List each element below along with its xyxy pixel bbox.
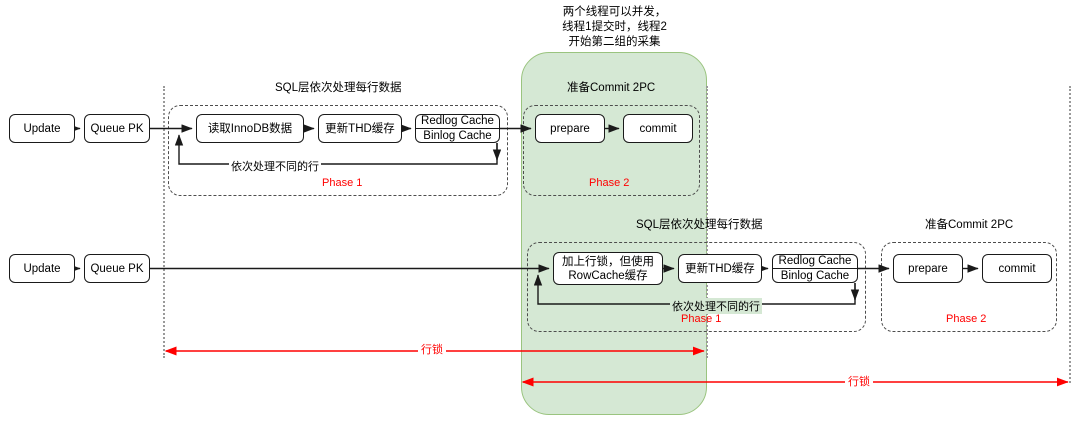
phase1-container-row2 [527,242,866,332]
node-prepare-row2[interactable]: prepare [893,254,963,283]
node-row-lock-rowcache-row2[interactable]: 加上行锁，但使用 RowCache缓存 [553,252,663,285]
loop-label-row1: 依次处理不同的行 [229,158,321,174]
phase1-label-row2: Phase 1 [681,313,722,325]
node-prepare-row1[interactable]: prepare [535,114,605,143]
phase2-container-row1 [523,105,700,196]
node-queue-pk-row1[interactable]: Queue PK [84,114,150,143]
node-redlog-binlog-cache-row1[interactable]: Redlog Cache Binlog Cache [415,114,500,143]
binlog-cache-cell-row1: Binlog Cache [423,130,492,142]
binlog-cache-cell-row2: Binlog Cache [780,270,850,282]
concurrency-note: 两个线程可以并发， 线程1提交时，线程2 开始第二组的采集 [562,6,667,48]
phase1-label-row1: Phase 1 [322,177,363,189]
node-update-row1[interactable]: Update [9,114,75,143]
node-read-innodb-row1[interactable]: 读取InnoDB数据 [196,114,304,143]
caption-commit-2pc-row2: 准备Commit 2PC [925,219,1014,231]
redlog-cache-cell-row2: Redlog Cache [773,254,857,269]
timeline-guide-mid [706,86,708,358]
caption-commit-2pc-row1: 准备Commit 2PC [567,82,656,94]
row-lock-label-2: 行锁 [845,373,873,389]
timeline-guide-left [163,86,165,358]
node-queue-pk-row2[interactable]: Queue PK [84,254,150,283]
phase1-container-row1 [168,105,508,196]
caption-sql-layer-row2: SQL层依次处理每行数据 [636,219,763,231]
redlog-cache-cell-row1: Redlog Cache [416,114,499,129]
timeline-guide-right [1069,86,1071,383]
node-update-thd-cache-row1[interactable]: 更新THD缓存 [318,114,402,143]
caption-sql-layer-row1: SQL层依次处理每行数据 [275,82,402,94]
loop-label-row2: 依次处理不同的行 [670,298,762,314]
node-update-thd-cache-row2[interactable]: 更新THD缓存 [678,254,762,283]
phase2-container-row2 [881,242,1057,332]
node-commit-row2[interactable]: commit [982,254,1052,283]
node-update-row2[interactable]: Update [9,254,75,283]
row-lock-label-1: 行锁 [418,341,446,357]
phase2-label-row2: Phase 2 [946,313,987,325]
phase2-label-row1: Phase 2 [589,177,630,189]
node-commit-row1[interactable]: commit [623,114,693,143]
node-redlog-binlog-cache-row2[interactable]: Redlog Cache Binlog Cache [772,254,858,283]
